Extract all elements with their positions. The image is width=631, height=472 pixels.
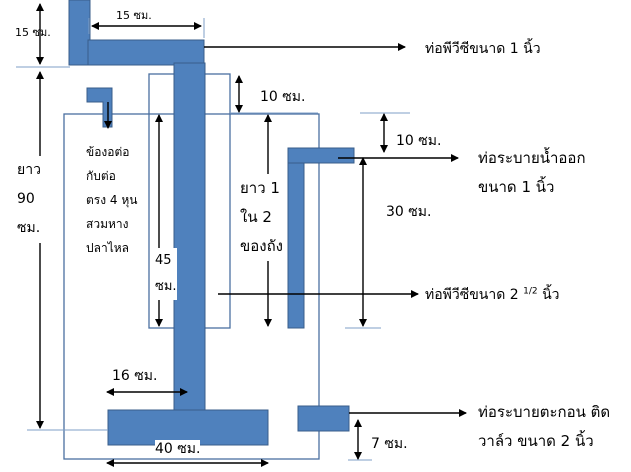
- top-width-dim-label: 15 ซม.: [116, 9, 152, 22]
- gap-10-top-label: 10 ซม.: [260, 89, 306, 105]
- tank-height-line: 90: [17, 191, 35, 207]
- outlet-horizontal-pipe: [287, 147, 355, 164]
- base-pipe: [107, 409, 269, 446]
- inner-pipe-dim-line: 45: [155, 253, 172, 268]
- sediment-label-line: ท่อระบายตะกอน ติด: [478, 403, 611, 421]
- base-width-dim-label: 40 ซม.: [155, 440, 201, 458]
- outlet-length-dim-label: 30 ซม.: [386, 204, 432, 220]
- pvc-2half-suffix: นิ้ว: [542, 287, 560, 303]
- third-of-tank-line: ของถัง: [240, 237, 283, 255]
- sediment-label: ท่อระบายตะกอน ติด วาล์ว ขนาด 2 นิ้ว: [478, 398, 610, 456]
- left-top-dim-label: 15 ซม.: [15, 26, 51, 39]
- inner-pipe-dim-label: 45 ซม.: [155, 248, 177, 300]
- outlet-label: ท่อระบายน้ำออก ขนาด 1 นิ้ว: [478, 144, 586, 202]
- tank-height-label: ยาว 90 ซม.: [17, 156, 41, 243]
- sediment-height-dim-label: 7 ซม.: [371, 436, 408, 452]
- sediment-valve-pipe: [297, 405, 350, 432]
- main-vertical-pipe: [173, 62, 206, 414]
- reducer-note-line: กับต่อ: [86, 169, 116, 183]
- pvc-2half-prefix: ท่อพีวีซีขนาด 2: [425, 287, 519, 303]
- outlet-label-line: ท่อระบายน้ำออก: [478, 149, 586, 167]
- tank-height-line: ซม.: [17, 220, 41, 236]
- reducer-note-line: ปลาไหล: [86, 241, 130, 255]
- reducer-note-line: ข้องอต่อ: [86, 145, 130, 159]
- pvc-1in-label: ท่อพีวีซีขนาด 1 นิ้ว: [425, 41, 541, 57]
- reducer-fitting: [86, 87, 113, 128]
- outlet-label-line: ขนาด 1 นิ้ว: [478, 178, 555, 196]
- pvc-2half-label: ท่อพีวีซีขนาด 2 1/2 นิ้ว: [425, 286, 560, 304]
- base-inset-dim-label: 16 ซม.: [112, 368, 158, 384]
- outlet-gap-dim-label: 10 ซม.: [396, 133, 442, 149]
- reducer-note: ข้องอต่อ กับต่อ ตรง 4 หุน สวมหาง ปลาไหล: [86, 140, 137, 260]
- tank-height-line: ยาว: [17, 162, 41, 178]
- sediment-label-line: วาล์ว ขนาด 2 นิ้ว: [478, 432, 594, 450]
- inlet-vertical-pipe: [68, 0, 91, 66]
- outlet-vertical-pipe: [287, 147, 305, 329]
- third-of-tank-line: ยาว 1: [240, 179, 280, 197]
- inlet-horizontal-pipe: [87, 39, 205, 66]
- pvc-2half-fraction: 1/2: [523, 286, 538, 297]
- third-of-tank-label: ยาว 1 ใน 2 ของถัง: [240, 174, 283, 261]
- reducer-note-line: ตรง 4 หุน: [86, 193, 138, 207]
- reducer-note-line: สวมหาง: [86, 217, 129, 231]
- third-of-tank-line: ใน 2: [240, 208, 272, 226]
- inner-pipe-dim-line: ซม.: [155, 279, 177, 294]
